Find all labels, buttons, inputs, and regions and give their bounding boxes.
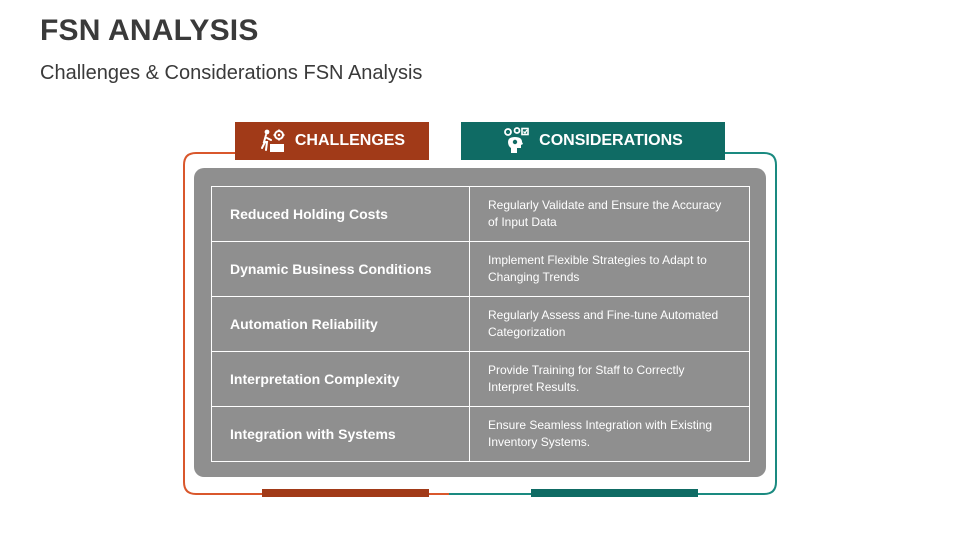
idea-head-gears-icon [503,127,531,155]
challenges-header-label: CHALLENGES [294,132,406,149]
considerations-header: CONSIDERATIONS [461,122,725,160]
consideration-cell: Ensure Seamless Integration with Existin… [469,406,750,462]
table-row: Integration with Systems Ensure Seamless… [211,406,750,462]
challenges-header: CHALLENGES [235,122,429,160]
challenges-considerations-table: Reduced Holding Costs Regularly Validate… [211,186,750,462]
page-title: FSN ANALYSIS [40,14,259,47]
consideration-cell: Provide Training for Staff to Correctly … [469,351,750,407]
table-row: Automation Reliability Regularly Assess … [211,296,750,352]
page-subtitle: Challenges & Considerations FSN Analysis [40,62,423,84]
consideration-cell: Implement Flexible Strategies to Adapt t… [469,241,750,297]
challenge-cell: Reduced Holding Costs [211,186,470,242]
table-row: Dynamic Business Conditions Implement Fl… [211,241,750,297]
challenge-cell: Dynamic Business Conditions [211,241,470,297]
considerations-header-label: CONSIDERATIONS [539,132,683,149]
challenges-footer-bar [262,489,429,497]
table-row: Reduced Holding Costs Regularly Validate… [211,186,750,242]
consideration-cell: Regularly Assess and Fine-tune Automated… [469,296,750,352]
challenge-cell: Interpretation Complexity [211,351,470,407]
climbing-person-gear-icon [259,127,287,155]
consideration-cell: Regularly Validate and Ensure the Accura… [469,186,750,242]
challenge-cell: Automation Reliability [211,296,470,352]
challenge-cell: Integration with Systems [211,406,470,462]
table-row: Interpretation Complexity Provide Traini… [211,351,750,407]
considerations-footer-bar [531,489,698,497]
